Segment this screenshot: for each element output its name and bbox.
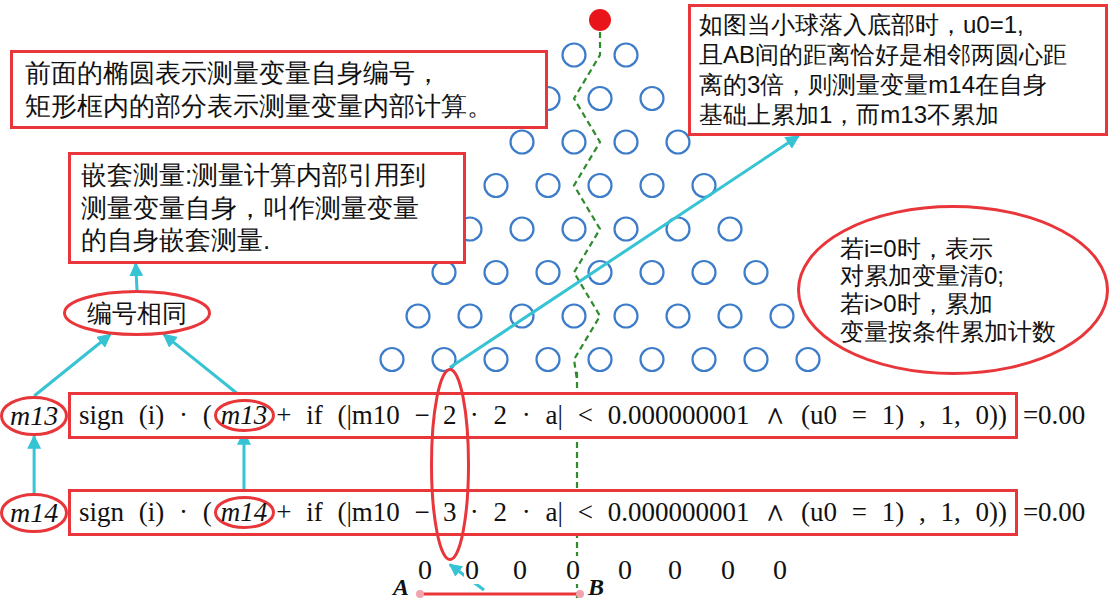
peg bbox=[719, 305, 742, 328]
oval-outline bbox=[215, 498, 273, 528]
counter-value: 0 bbox=[667, 556, 683, 584]
formula-text: + if (|m10 − bbox=[276, 400, 430, 431]
peg bbox=[537, 174, 560, 197]
annotation-box: 嵌套测量:测量计算内部引用到 测量变量自身，叫作测量变量 的自身嵌套测量. bbox=[68, 152, 466, 264]
pointer-arrow bbox=[164, 334, 244, 399]
annotation-text: 嵌套测量:测量计算内部引用到 测量变量自身，叫作测量变量 的自身嵌套测量. bbox=[81, 159, 453, 257]
annotation-text: 编号相同 bbox=[87, 298, 187, 328]
peg bbox=[433, 261, 456, 284]
peg bbox=[485, 348, 508, 371]
annotation-box: 前面的椭圆表示测量变量自身编号， 矩形框内的部分表示测量变量内部计算。 bbox=[10, 50, 548, 129]
annotation-text: 2 bbox=[430, 401, 470, 431]
note-oval: 若i=0时，表示 对累加变量清0; 若i>0时，累加 变量按条件累加计数 bbox=[797, 205, 1109, 375]
counter-value: 0 bbox=[772, 556, 788, 584]
peg bbox=[615, 44, 638, 67]
counter-value: 0 bbox=[617, 556, 633, 584]
peg bbox=[745, 348, 768, 371]
formula-text: · 2 · a| < 0.000000001 ∧ (u0 = 1) , 1, 0… bbox=[470, 400, 1007, 431]
annotation-text: m13 bbox=[10, 400, 58, 432]
annotation-text: m14 bbox=[221, 497, 268, 528]
peg bbox=[615, 218, 638, 241]
peg bbox=[797, 348, 820, 371]
peg bbox=[537, 261, 560, 284]
counter-value: 0 bbox=[464, 556, 480, 584]
variable-oval: m14 bbox=[214, 496, 275, 529]
peg bbox=[563, 131, 586, 154]
peg bbox=[641, 87, 664, 110]
annotation-text: m14 bbox=[10, 497, 58, 529]
point-dot bbox=[576, 590, 584, 598]
pointer-arrow bbox=[34, 334, 110, 396]
peg bbox=[381, 348, 404, 371]
ab-segment bbox=[420, 593, 580, 596]
peg bbox=[667, 131, 690, 154]
peg bbox=[563, 305, 586, 328]
ball-path bbox=[574, 32, 600, 380]
point-dot bbox=[416, 590, 424, 598]
counter-value: 0 bbox=[565, 556, 581, 584]
formula-text: sign (i) · ( bbox=[79, 400, 212, 431]
pointer-arrow bbox=[242, 432, 245, 496]
pointer-arrow bbox=[136, 264, 137, 291]
peg bbox=[641, 261, 664, 284]
pointer-arrow bbox=[450, 136, 799, 368]
peg bbox=[511, 131, 534, 154]
peg bbox=[719, 218, 742, 241]
peg bbox=[459, 305, 482, 328]
ball bbox=[589, 9, 611, 31]
counter-value: 0 bbox=[417, 556, 433, 584]
variable-oval: m13 bbox=[0, 396, 68, 436]
peg bbox=[589, 87, 612, 110]
variable-oval: m14 bbox=[0, 493, 68, 533]
oval-outline bbox=[215, 401, 273, 431]
peg bbox=[693, 261, 716, 284]
peg bbox=[589, 174, 612, 197]
peg bbox=[537, 348, 560, 371]
annotation-text: 若i=0时，表示 对累加变量清0; 若i>0时，累加 变量按条件累加计数 bbox=[840, 235, 1066, 345]
label-oval: 编号相同 bbox=[63, 290, 211, 336]
annotation-text: 3 bbox=[430, 498, 470, 528]
peg bbox=[511, 218, 534, 241]
oval-outline bbox=[799, 207, 1108, 374]
variable-oval: m13 bbox=[214, 399, 275, 432]
point-label: B bbox=[588, 575, 604, 599]
digit-oval: 23 bbox=[430, 368, 470, 561]
peg bbox=[563, 218, 586, 241]
annotation-text: m13 bbox=[221, 400, 268, 431]
peg bbox=[641, 174, 664, 197]
oval-outline bbox=[2, 398, 67, 435]
peg bbox=[485, 174, 508, 197]
peg bbox=[771, 305, 794, 328]
oval-outline bbox=[430, 368, 470, 561]
peg bbox=[589, 348, 612, 371]
peg bbox=[407, 305, 430, 328]
peg bbox=[641, 348, 664, 371]
result-value: =0.00 bbox=[1022, 499, 1086, 526]
peg bbox=[693, 348, 716, 371]
point-label: A bbox=[393, 575, 409, 599]
oval-outline bbox=[431, 369, 468, 559]
peg bbox=[615, 131, 638, 154]
peg bbox=[563, 44, 586, 67]
formula-text: + if (|m10 − bbox=[276, 497, 430, 528]
counter-value: 0 bbox=[720, 556, 736, 584]
oval-outline bbox=[2, 495, 67, 532]
peg bbox=[667, 305, 690, 328]
formula-box: sign (i) · ( + if (|m10 − · 2 · a| < 0.000… bbox=[68, 392, 1018, 439]
formula-text: · 2 · a| < 0.000000001 ∧ (u0 = 1) , 1, 0… bbox=[470, 497, 1007, 528]
counter-value: 0 bbox=[512, 556, 528, 584]
peg bbox=[485, 261, 508, 284]
annotation-text: 前面的椭圆表示测量变量自身编号， 矩形框内的部分表示测量变量内部计算。 bbox=[25, 57, 533, 122]
annotation-text: 如图当小球落入底部时，u0=1, 且AB间的距离恰好是相邻两圆心距 离的3倍，则… bbox=[699, 10, 1097, 130]
peg bbox=[615, 305, 638, 328]
result-value: =0.00 bbox=[1022, 402, 1086, 429]
formula-text: sign (i) · ( bbox=[79, 497, 212, 528]
formula-box: sign (i) · ( + if (|m10 − · 2 · a| < 0.000… bbox=[68, 489, 1018, 536]
annotation-box: 如图当小球落入底部时，u0=1, 且AB间的距离恰好是相邻两圆心距 离的3倍，则… bbox=[688, 4, 1108, 136]
oval-outline bbox=[65, 292, 210, 335]
peg bbox=[745, 261, 768, 284]
pointer-arrow bbox=[33, 436, 36, 493]
